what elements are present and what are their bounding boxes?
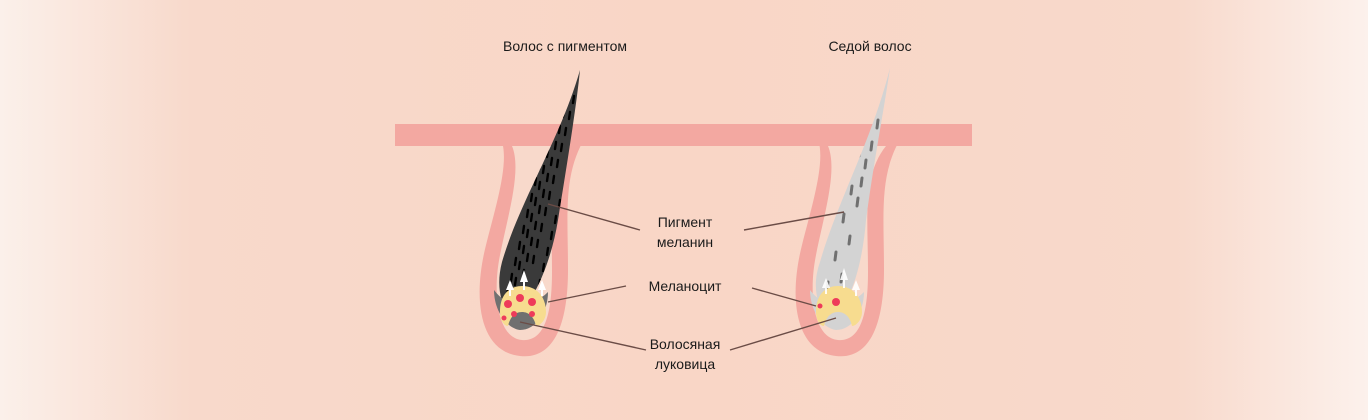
melanin-pigment-label-line1: Пигмент xyxy=(657,214,713,230)
pointer-pigment-right xyxy=(743,211,845,231)
melanin-pigment-label-line2: меланин xyxy=(656,234,714,250)
melanocyte-dot xyxy=(528,298,536,306)
melanocyte-dot xyxy=(501,315,507,321)
hair-bulb-label-line1: Волосяная xyxy=(649,336,721,352)
melanocyte-dot xyxy=(504,300,512,308)
hair-bulb-label: Волосяная луковица xyxy=(610,334,760,374)
pointer-lines xyxy=(519,203,845,351)
pointer-melanocyte-left xyxy=(547,285,627,303)
pointer-pigment-left xyxy=(547,203,641,231)
pigmented-hair-title: Волос с пигментом xyxy=(502,38,628,54)
pointer-melanocyte-right xyxy=(751,287,817,307)
left-hair-bulb xyxy=(500,286,546,326)
gray-hair-title: Седой волос xyxy=(828,38,912,54)
melanocyte-dot xyxy=(516,294,524,302)
right-hair-bulb xyxy=(816,286,862,326)
pointer-bulb-left xyxy=(519,321,647,351)
pigment-transfer-arrows-left xyxy=(506,270,546,296)
melanocyte-dot xyxy=(511,311,517,317)
melanocyte-label: Меланоцит xyxy=(648,278,722,294)
hair-bulb-label-line2: луковица xyxy=(654,356,716,372)
melanocyte-dot xyxy=(817,303,823,309)
melanocyte-dot xyxy=(832,298,840,306)
pointer-bulb-right xyxy=(729,317,837,351)
melanocyte-dot xyxy=(529,311,535,317)
pigment-transfer-arrows-right xyxy=(822,268,860,296)
melanin-pigment-label: Пигмент меланин xyxy=(610,212,760,252)
